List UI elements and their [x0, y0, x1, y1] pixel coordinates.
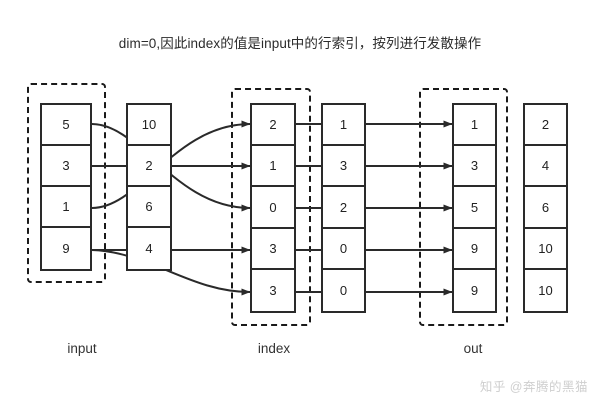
out-cell: 1 — [454, 105, 495, 147]
input-cell: 3 — [42, 146, 90, 188]
input-second-cell: 10 — [128, 105, 170, 147]
input-caption: input — [67, 341, 97, 356]
watermark: 知乎 @奔腾的黑猫 — [479, 380, 588, 394]
out-cell: 9 — [470, 282, 479, 298]
index-cell: 0 — [252, 187, 294, 229]
index-cell: 2 — [252, 105, 294, 147]
input-column: 5 3 1 9 — [40, 103, 92, 271]
out-second-cell: 6 — [525, 187, 566, 229]
index-second-cell: 2 — [323, 187, 364, 229]
out-cell: 9 — [454, 229, 495, 270]
index-caption: index — [257, 341, 291, 356]
out-second-column: 2 4 6 10 10 — [523, 103, 568, 313]
out-second-cell: 10 — [525, 229, 566, 270]
input-second-cell: 4 — [145, 241, 153, 257]
index-second-cell: 3 — [323, 146, 364, 188]
index-cell: 3 — [269, 282, 277, 298]
out-second-cell: 2 — [525, 105, 566, 147]
input-cell: 5 — [42, 105, 90, 147]
index-second-cell: 1 — [323, 105, 364, 147]
out-second-cell: 10 — [538, 282, 553, 298]
diagram-title: dim=0,因此index的值是input中的行索引，按列进行发散操作 — [118, 36, 482, 51]
index-second-cell: 0 — [339, 282, 348, 298]
input-second-cell: 6 — [128, 187, 170, 229]
out-cell: 5 — [454, 187, 495, 229]
input-cell: 9 — [62, 241, 70, 257]
index-second-column: 1 3 2 0 0 — [321, 103, 366, 313]
index-cell: 1 — [252, 146, 294, 188]
index-column: 2 1 0 3 3 — [250, 103, 296, 313]
out-caption: out — [463, 341, 483, 356]
out-cell: 3 — [454, 146, 495, 188]
input-cell: 1 — [42, 187, 90, 229]
out-column: 1 3 5 9 9 — [452, 103, 497, 313]
input-second-cell: 2 — [128, 146, 170, 188]
input-second-column: 10 2 6 4 — [126, 103, 172, 271]
index-second-cell: 0 — [323, 229, 364, 270]
out-second-cell: 4 — [525, 146, 566, 188]
index-cell: 3 — [252, 229, 294, 270]
